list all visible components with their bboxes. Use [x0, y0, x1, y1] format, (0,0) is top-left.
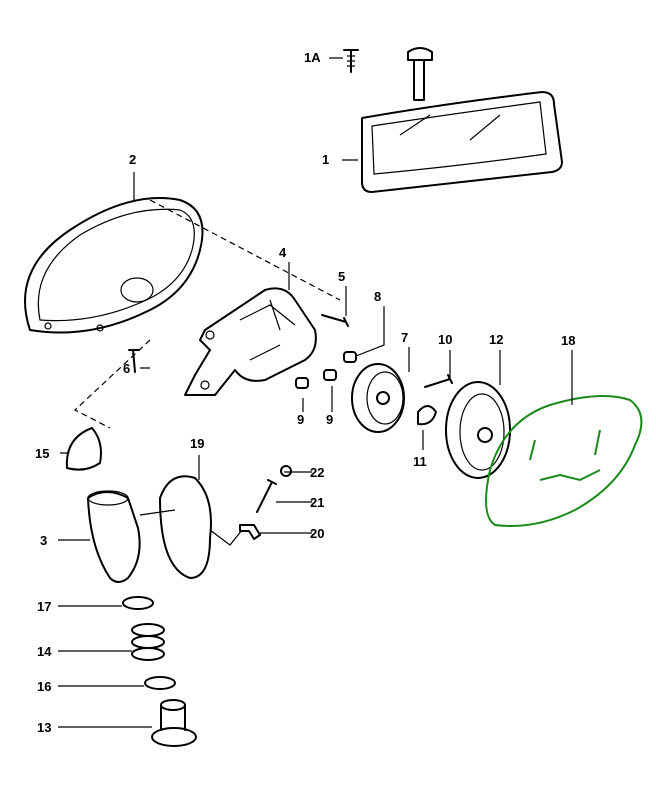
- leader-lines: [58, 57, 573, 728]
- label-14: 14: [37, 644, 52, 659]
- part-14-spring[interactable]: [131, 623, 165, 661]
- label-19: 19: [190, 436, 205, 451]
- part-9-bushing-2[interactable]: [323, 369, 337, 381]
- label-12: 12: [489, 332, 504, 347]
- label-5: 5: [338, 269, 346, 284]
- label-8: 8: [374, 289, 382, 304]
- part-1a-screw[interactable]: [343, 49, 359, 73]
- part-18-mirror-glass[interactable]: [485, 395, 643, 527]
- label-1: 1: [322, 152, 330, 167]
- label-13: 13: [37, 720, 52, 735]
- part-12-mirror-plate[interactable]: [445, 381, 511, 479]
- label-9-2: 9: [326, 412, 334, 427]
- label-15: 15: [35, 446, 50, 461]
- part-2-mirror-housing[interactable]: [24, 197, 204, 334]
- label-1a: 1A: [304, 50, 321, 65]
- part-17-ring[interactable]: [122, 596, 154, 610]
- part-6-screw[interactable]: [128, 349, 140, 373]
- part-3-mirror-base[interactable]: [87, 490, 141, 583]
- part-1-rearview-mirror[interactable]: [361, 47, 563, 193]
- part-13-pivot[interactable]: [151, 699, 197, 747]
- part-19-gasket[interactable]: [159, 475, 212, 579]
- part-8-bushing[interactable]: [343, 351, 357, 363]
- part-10-screw[interactable]: [424, 374, 453, 388]
- part-5-screw[interactable]: [321, 314, 349, 327]
- label-21: 21: [310, 495, 325, 510]
- label-11: 11: [413, 454, 427, 469]
- part-21-screw[interactable]: [256, 479, 277, 513]
- part-22-nut[interactable]: [280, 465, 292, 477]
- label-22: 22: [310, 465, 325, 480]
- label-2: 2: [129, 152, 137, 167]
- label-3: 3: [40, 533, 48, 548]
- label-20: 20: [310, 526, 325, 541]
- part-7-adjuster-motor[interactable]: [351, 363, 405, 433]
- label-4: 4: [279, 245, 287, 260]
- label-10: 10: [438, 332, 453, 347]
- label-6: 6: [123, 361, 131, 376]
- part-11-clip[interactable]: [417, 405, 437, 426]
- label-7: 7: [401, 330, 409, 345]
- label-17: 17: [37, 599, 52, 614]
- part-20-elbow[interactable]: [239, 524, 261, 540]
- part-4-mirror-bracket[interactable]: [184, 287, 317, 396]
- part-16-ring[interactable]: [144, 676, 176, 690]
- part-15-cap[interactable]: [65, 427, 102, 471]
- label-9: 9: [297, 412, 305, 427]
- label-18: 18: [561, 333, 576, 348]
- label-16: 16: [37, 679, 52, 694]
- part-9-bushing[interactable]: [295, 377, 309, 389]
